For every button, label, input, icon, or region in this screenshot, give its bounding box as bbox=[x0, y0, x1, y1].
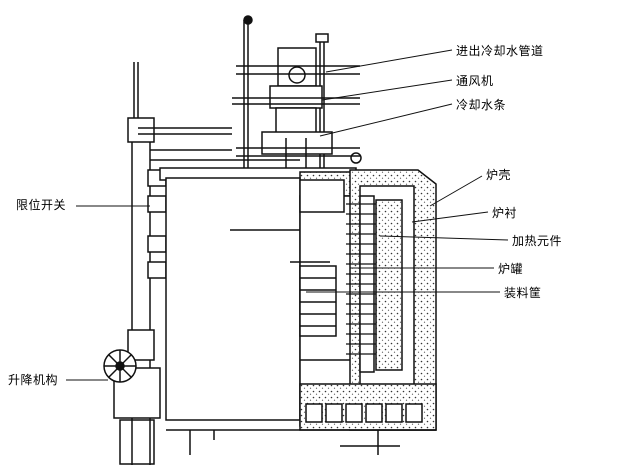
leader-lines bbox=[66, 49, 509, 381]
heating-elements bbox=[346, 203, 376, 355]
label-heating-element: 加热元件 bbox=[512, 234, 563, 248]
label-fan: 通风机 bbox=[456, 74, 494, 88]
label-limit-switch: 限位开关 bbox=[16, 198, 67, 212]
label-lining: 炉衬 bbox=[492, 206, 518, 220]
lift-wheel bbox=[103, 349, 137, 383]
label-shell: 炉壳 bbox=[486, 168, 512, 182]
label-cooling-pipe: 进出冷却水管道 bbox=[456, 44, 544, 58]
lift-mast bbox=[113, 62, 300, 465]
furnace-base bbox=[166, 383, 437, 455]
label-lift-mechanism: 升降机构 bbox=[8, 373, 59, 387]
fan-assembly bbox=[232, 15, 362, 170]
label-cooling-strip: 冷却水条 bbox=[456, 98, 507, 112]
label-retort: 炉罐 bbox=[498, 262, 524, 276]
label-basket: 装料筐 bbox=[504, 286, 542, 300]
